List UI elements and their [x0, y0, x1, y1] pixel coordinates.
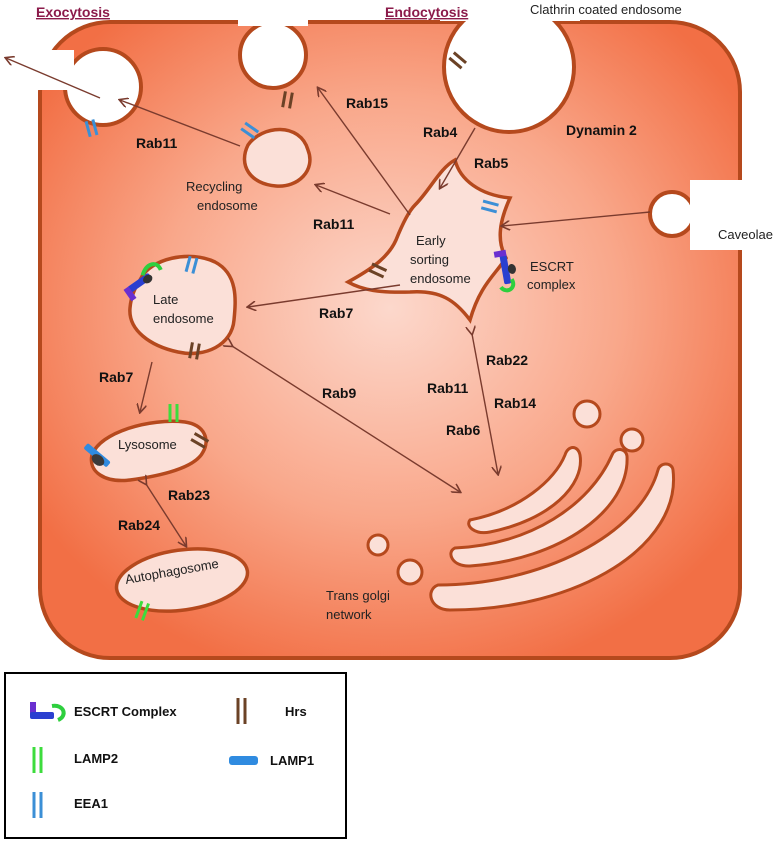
autophagosome	[114, 547, 250, 613]
hrs-marker-late	[188, 342, 201, 360]
legend-eea1-icon	[32, 792, 43, 818]
legend-lamp1-label: LAMP1	[270, 753, 314, 768]
eea1-marker-late	[184, 255, 199, 274]
lamp1-marker-lysosome	[84, 443, 111, 467]
lamp2-markers	[134, 404, 179, 621]
rab5-label: Rab5	[474, 155, 508, 171]
hrs-marker-lysosome	[190, 432, 210, 449]
golgi-label-1: Trans golgi	[326, 588, 390, 603]
endocytosis-pit	[238, 20, 308, 90]
escrt-label-1: ESCRT	[530, 259, 574, 274]
clathrin-label: Clathrin coated endosome	[530, 2, 682, 17]
clathrin-pit	[442, 0, 576, 134]
hrs-marker-early	[368, 262, 388, 279]
arrow-recycling-to-exo	[120, 100, 241, 147]
caveolae-pit	[648, 190, 696, 238]
arrow-early-to-endo	[318, 88, 411, 216]
hrs-marker-endo	[281, 91, 294, 109]
early-label-2: sorting	[410, 252, 449, 267]
endocytosis-header: Endocytosis	[385, 4, 468, 20]
late-endosome	[128, 254, 237, 356]
legend-box	[4, 672, 347, 839]
rab4-label: Rab4	[423, 124, 457, 140]
escrt-label-2: complex	[527, 277, 576, 292]
eea1-marker-recycling	[240, 121, 260, 140]
rab11-golgi-label: Rab11	[427, 380, 468, 396]
arrow-clathrin-to-early	[440, 127, 476, 188]
rab23-label: Rab23	[168, 487, 210, 503]
legend: ESCRT Complex LAMP2 EEA1 Hrs LAMP1	[4, 672, 347, 839]
exocytosis-arrow	[6, 58, 101, 99]
caveolae-label: Caveolae	[718, 227, 773, 242]
golgi-label-2: network	[326, 607, 372, 622]
rab11-recycling-label: Rab11	[313, 216, 354, 232]
arrow-caveolae-to-early	[502, 211, 651, 226]
lysosome	[89, 419, 208, 483]
early-label-3: endosome	[410, 271, 471, 286]
eea1-marker-early	[480, 199, 499, 214]
arrow-early-to-late	[248, 284, 401, 307]
escrt-marker-early	[493, 249, 516, 293]
exocytosis-header: Exocytosis	[36, 4, 110, 20]
rab24-label: Rab24	[118, 517, 160, 533]
legend-hrs-label: Hrs	[285, 704, 307, 719]
rab22-label: Rab22	[486, 352, 528, 368]
rab11-exo-label: Rab11	[136, 135, 177, 151]
rab7-late-label: Rab7	[319, 305, 353, 321]
legend-hrs-icon	[236, 698, 247, 724]
late-label-1: Late	[153, 292, 178, 307]
legend-escrt-icon	[30, 702, 66, 722]
trans-golgi-network	[366, 399, 676, 612]
lamp2-marker-lysosome	[168, 404, 179, 422]
legend-lamp1-icon	[229, 756, 258, 765]
arrow-lysosome-autophagosome	[146, 484, 186, 546]
arrow-late-to-lysosome	[140, 361, 153, 412]
legend-lamp2-icon	[32, 747, 43, 773]
legend-escrt-label: ESCRT Complex	[74, 704, 177, 719]
legend-eea1-label: EEA1	[74, 796, 108, 811]
rab7-lysosome-label: Rab7	[99, 369, 133, 385]
rab14-label: Rab14	[494, 395, 536, 411]
arrow-early-to-recycling	[316, 185, 391, 215]
dynamin-label: Dynamin 2	[566, 122, 637, 138]
rab6-label: Rab6	[446, 422, 480, 438]
recycling-endosome	[242, 127, 312, 188]
legend-lamp2-label: LAMP2	[74, 751, 118, 766]
eea1-markers	[84, 119, 499, 274]
early-sorting-endosome	[344, 157, 513, 324]
hrs-marker-clathrin	[448, 51, 468, 70]
lamp2-marker-autophagosome	[134, 600, 150, 621]
hrs-markers	[188, 51, 468, 449]
rab9-label: Rab9	[322, 385, 356, 401]
rab15-label: Rab15	[346, 95, 388, 111]
arrow-early-golgi-bidirectional	[472, 334, 498, 474]
exocytosis-pit	[63, 47, 143, 127]
lysosome-label: Lysosome	[118, 437, 177, 452]
escrt-marker-late	[123, 262, 163, 302]
recycling-label-2: endosome	[197, 198, 258, 213]
pathway-arrows	[120, 88, 651, 546]
eea1-marker-exo	[84, 119, 99, 138]
arrow-rab9-bidirectional	[232, 346, 460, 492]
recycling-label-1: Recycling	[186, 179, 242, 194]
early-label-1: Early	[416, 233, 446, 248]
late-label-2: endosome	[153, 311, 214, 326]
